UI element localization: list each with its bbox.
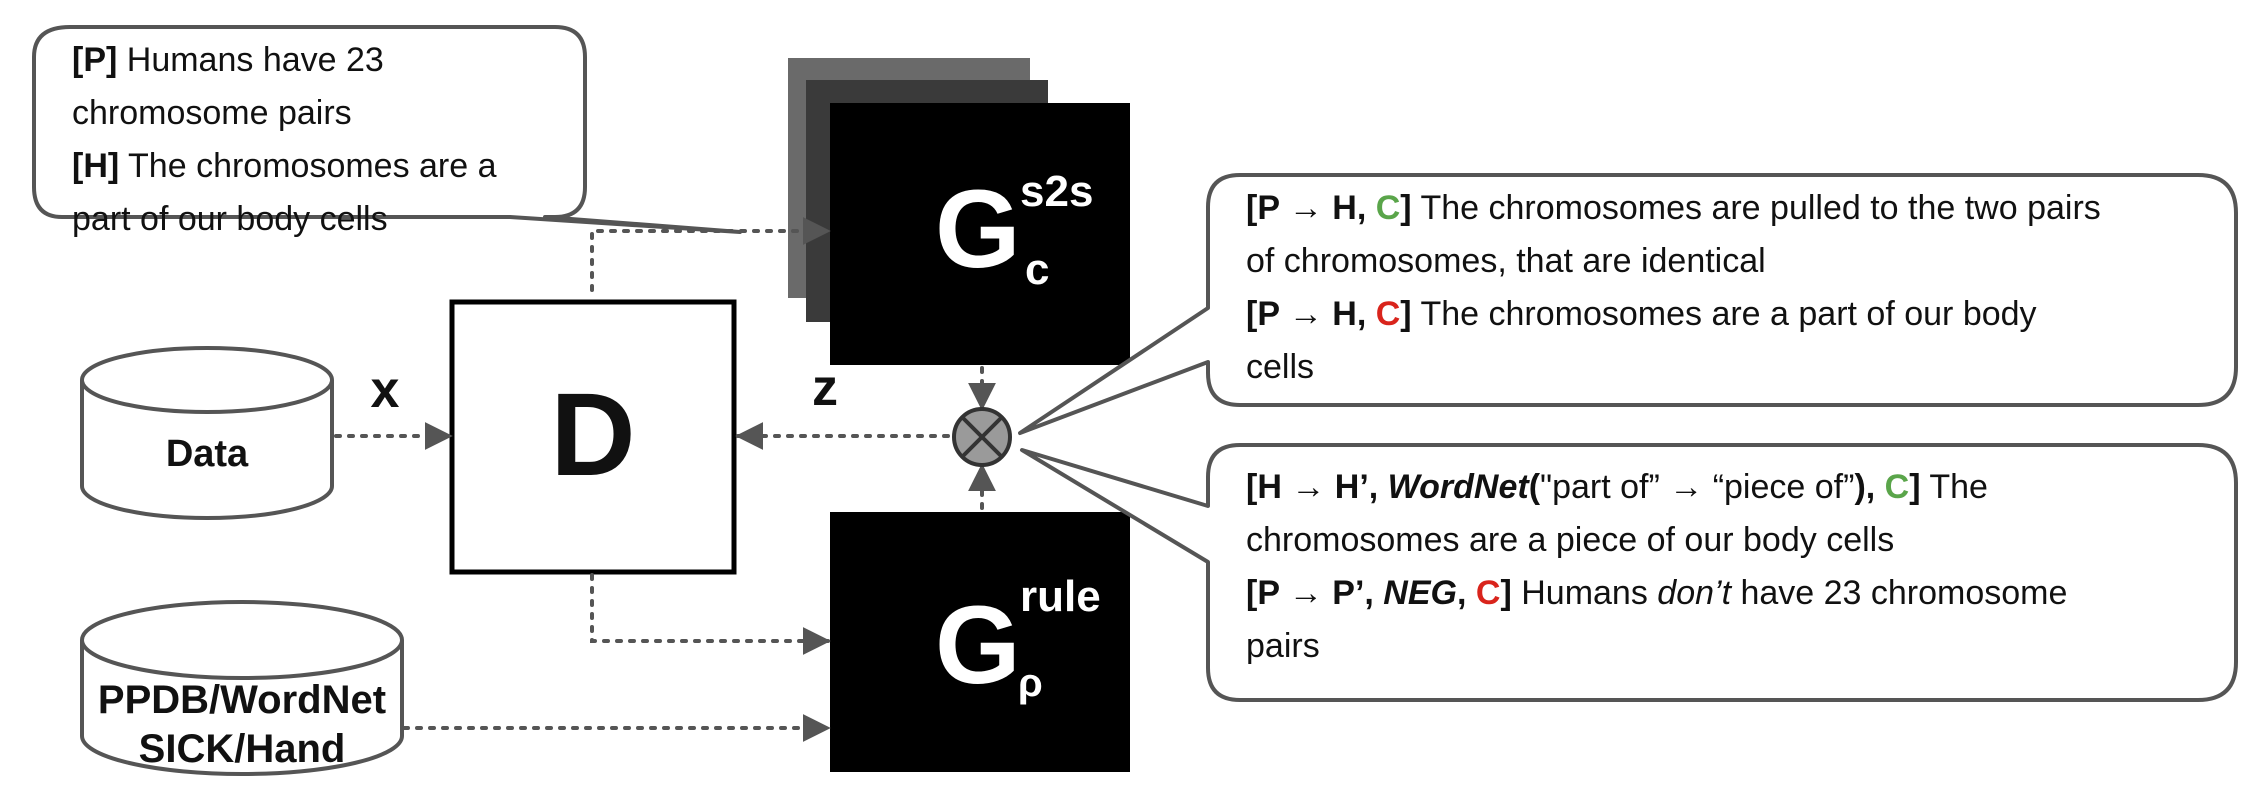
edge-label-z: z (812, 359, 838, 417)
rule-line1-mapping: "part of” → “piece of” (1540, 468, 1855, 506)
s2s-bubble-text: [P → H, C] The chromosomes are pulled to… (1246, 182, 2226, 394)
rule-line3-tag-a: [P → P’, (1246, 574, 1384, 612)
rule-line1-wordnet: WordNet (1387, 468, 1529, 506)
s2s-line2-text: of chromosomes, that are identical (1246, 242, 1766, 280)
gen-s2s-subscript: c (1025, 245, 1050, 294)
gen-rule-box (830, 512, 1130, 772)
rules-store-label: PPDB/WordNet SICK/Hand (82, 676, 402, 774)
discriminator-label: D (550, 369, 636, 501)
edge-d-to-gen-rule (590, 573, 831, 655)
s2s-line3-label-c: C (1375, 295, 1401, 333)
rule-line3-text-b: have 23 chromosome (1731, 574, 2068, 612)
s2s-line3-tag-b: ] (1400, 295, 1412, 333)
rule-line3-comma: , (1456, 574, 1476, 612)
rule-line1-tag-b: ] (1909, 468, 1921, 506)
rule-bubble-text: [H → H’, WordNet("part of” → “piece of”)… (1246, 461, 2226, 673)
rule-line1-label-c: C (1884, 468, 1910, 506)
rules-cylinder-icon (80, 600, 404, 776)
rule-line3-label-c: C (1475, 574, 1501, 612)
premise-text: Humans have 23 (117, 41, 384, 79)
discriminator-box (449, 299, 737, 575)
gen-s2s-box (830, 103, 1130, 365)
s2s-line4-text: cells (1246, 348, 1315, 386)
s2s-bubble-shape (1018, 173, 2238, 435)
gen-rule-superscript: rule (1020, 572, 1101, 621)
rules-store-line1: PPDB/WordNet (97, 678, 387, 722)
premise-tag: [P] (72, 41, 118, 79)
s2s-line1-tag-b: ] (1400, 189, 1412, 227)
data-cylinder-icon (80, 346, 334, 520)
s2s-line3-tag-a: [P → H, (1246, 295, 1376, 333)
rule-line1-paren-open: ( (1528, 468, 1541, 506)
s2s-line1-label-c: C (1375, 189, 1401, 227)
rule-bubble-shape (1020, 443, 2238, 702)
rules-store-line2: SICK/Hand (138, 727, 346, 771)
rule-line1-paren-close: ), (1854, 468, 1885, 506)
s2s-line1-text: The chromosomes are pulled to the two pa… (1411, 189, 2101, 227)
rule-line2-text: chromosomes are a piece of our body cell… (1246, 521, 1895, 559)
input-bubble-shape (32, 25, 742, 234)
hypothesis-tag: [H] (72, 147, 120, 185)
s2s-line1-tag-a: [P → H, (1246, 189, 1376, 227)
data-store-label: Data (165, 433, 249, 475)
premise-text-cont: chromosome pairs (72, 94, 352, 132)
gen-rule-subscript: ρ (1018, 661, 1043, 705)
rule-line3-dont: don’t (1657, 574, 1732, 612)
rule-line3-neg: NEG (1383, 574, 1457, 612)
hypothesis-text: The chromosomes are a (119, 147, 497, 185)
rule-line4-text: pairs (1246, 627, 1320, 665)
s2s-line3-text: The chromosomes are a part of our body (1411, 295, 2037, 333)
gen-rule-letter: G (935, 584, 1021, 707)
gen-s2s-letter: G (935, 168, 1021, 291)
gen-s2s-superscript: s2s (1020, 167, 1094, 216)
rule-line1-text: The (1920, 468, 1988, 506)
hypothesis-text-cont: part of our body cells (72, 200, 388, 238)
rule-line3-tag-b: ] (1500, 574, 1512, 612)
input-bubble-text: [P] Humans have 23 chromosome pairs [H] … (72, 34, 572, 246)
rule-line1-tag-a: [H → H’, (1246, 468, 1388, 506)
rule-line3-text-a: Humans (1511, 574, 1658, 612)
edge-label-x: x (370, 361, 400, 419)
combine-node-circle-times-icon (952, 407, 1012, 467)
